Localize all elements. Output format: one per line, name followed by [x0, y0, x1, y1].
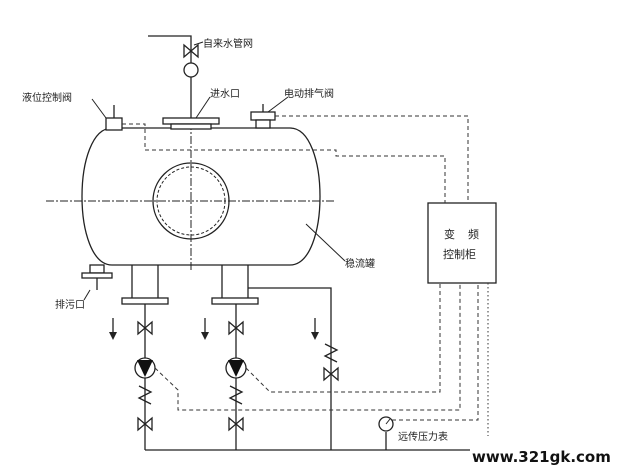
supply-pipe — [148, 35, 199, 118]
control-box-line1-b: 频 — [468, 227, 479, 241]
control-box: 变 频 控制柜 — [427, 202, 497, 284]
leader-lines — [83, 41, 346, 301]
electric-exhaust-valve-body — [250, 104, 276, 129]
control-box-line1-a: 变 — [444, 227, 455, 241]
discharge-header — [145, 416, 470, 451]
pump-line-1-devices — [134, 320, 156, 432]
signal-lines — [122, 115, 489, 436]
control-box-line2: 控制柜 — [443, 247, 476, 261]
steady-flow-tank-body — [46, 122, 336, 272]
drain-outlet-body — [81, 264, 113, 290]
watermark: www.321gk.com — [472, 448, 611, 466]
pump-line-2-devices — [225, 320, 247, 432]
label-tap-water-network: 自来水管网 — [203, 37, 253, 50]
bypass-line — [248, 287, 339, 450]
label-electric-exhaust-valve: 电动排气阀 — [284, 87, 334, 100]
water-inlet-flange — [162, 117, 220, 130]
flow-arrows — [109, 318, 319, 340]
label-water-inlet: 进水口 — [210, 88, 240, 100]
label-level-control-valve: 液位控制阀 — [22, 91, 72, 104]
label-drain-outlet: 排污口 — [55, 298, 85, 311]
label-remote-pressure-gauge: 远传压力表 — [398, 430, 448, 443]
level-control-valve-body — [105, 105, 123, 131]
label-steady-flow-tank: 稳流罐 — [345, 257, 375, 270]
